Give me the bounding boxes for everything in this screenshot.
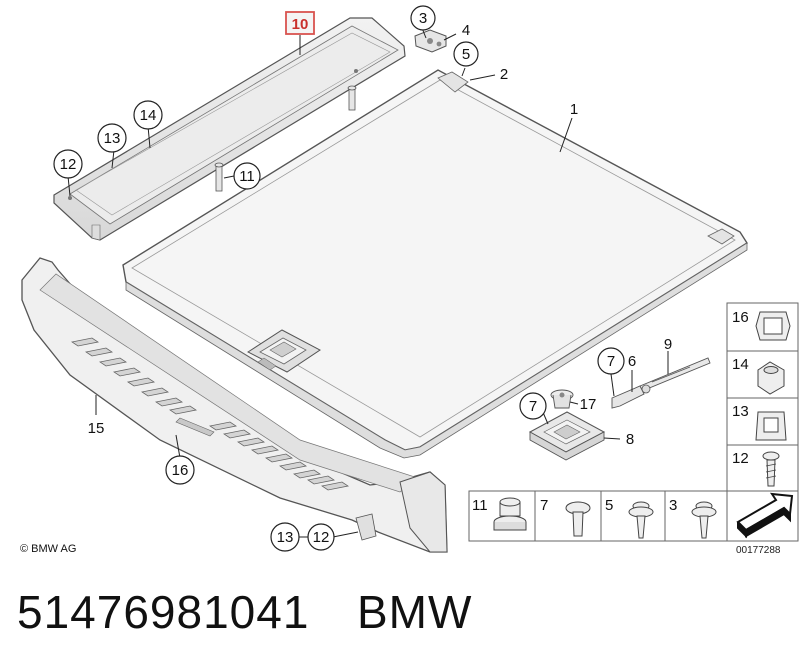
nut-icon-14 xyxy=(757,361,785,395)
loading-sill-trim xyxy=(21,257,448,553)
callout-4: 4 xyxy=(462,22,470,39)
floor-handle-recess xyxy=(247,329,321,373)
trunk-floor-panel xyxy=(122,69,748,459)
screw-icon-7 xyxy=(565,501,591,537)
bottom-legend-5: 5 xyxy=(605,497,613,514)
callout-9: 9 xyxy=(664,336,672,353)
callout-13-b: 13 xyxy=(277,529,294,546)
callout-15: 15 xyxy=(88,420,105,437)
screw-icon-5 xyxy=(628,501,654,539)
diagram-id: 00177288 xyxy=(736,545,781,556)
gas-strut xyxy=(639,357,711,394)
highlight-box-10 xyxy=(285,11,315,35)
callout-circles xyxy=(53,5,625,552)
callout-7-a: 7 xyxy=(607,353,615,370)
callout-5: 5 xyxy=(462,46,470,63)
screw-icon-3 xyxy=(691,501,717,539)
sill-ribs xyxy=(70,337,350,491)
bracket-part-3-4 xyxy=(414,29,447,53)
hinge-parts-group xyxy=(528,357,711,461)
handle-8 xyxy=(528,411,606,461)
callout-3: 3 xyxy=(419,10,427,27)
callout-12-a: 12 xyxy=(60,156,77,173)
side-legend-12: 12 xyxy=(732,450,749,467)
part-number: 51476981041 xyxy=(17,586,310,638)
callout-12-b: 12 xyxy=(313,529,330,546)
callout-8: 8 xyxy=(626,431,634,448)
clip-icon-13 xyxy=(755,411,787,441)
callout-6: 6 xyxy=(628,353,636,370)
clip-icon-16 xyxy=(755,311,791,341)
plug-icon-11 xyxy=(493,497,527,531)
side-legend-14: 14 xyxy=(732,356,749,373)
brand-name: BMW xyxy=(357,586,473,638)
callout-13-a: 13 xyxy=(104,130,121,147)
bracket-6 xyxy=(611,385,645,409)
callout-17: 17 xyxy=(580,396,597,413)
bottom-legend-7: 7 xyxy=(540,497,548,514)
callout-16: 16 xyxy=(172,462,189,479)
callout-2: 2 xyxy=(500,66,508,83)
clip-17 xyxy=(550,389,574,409)
copyright-text: © BMW AG xyxy=(20,543,76,555)
side-legend-13: 13 xyxy=(732,403,749,420)
bottom-legend-11: 11 xyxy=(472,497,488,514)
callout-11: 11 xyxy=(239,168,255,185)
callout-7-b: 7 xyxy=(529,398,537,415)
side-legend-16: 16 xyxy=(732,309,749,326)
bottom-legend-3: 3 xyxy=(669,497,677,514)
screw-icon-12 xyxy=(762,451,780,487)
callout-10: 10 xyxy=(292,16,309,33)
callout-1: 1 xyxy=(570,101,578,118)
direction-arrow-icon xyxy=(736,492,794,539)
callout-14: 14 xyxy=(140,107,157,124)
luggage-cover-rail xyxy=(53,17,406,241)
